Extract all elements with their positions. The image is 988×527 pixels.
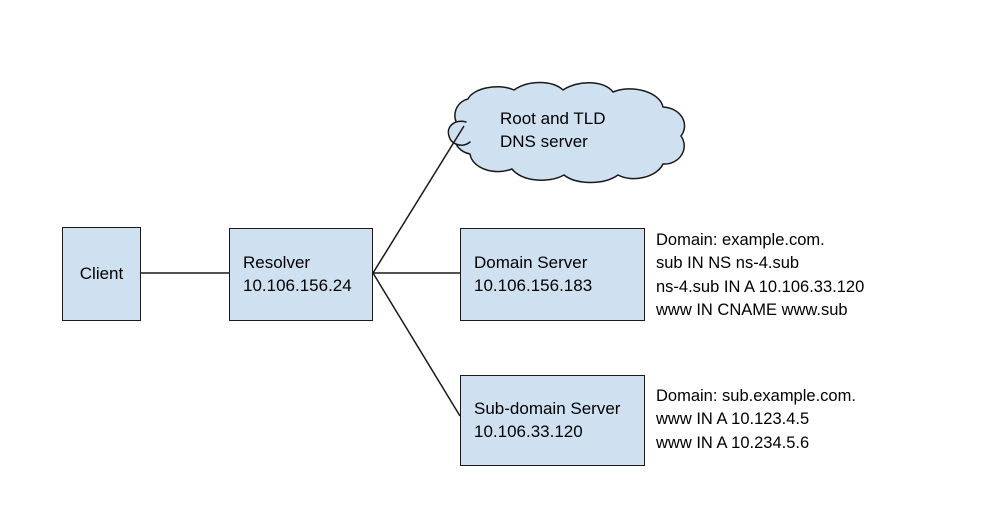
edge-resolver-to-subdomain-server — [372, 272, 461, 417]
record-line: sub IN NS ns-4.sub — [656, 254, 800, 273]
records-subdomain-server: Domain: sub.example.com. www IN A 10.123… — [656, 385, 856, 455]
node-domain-server-address: 10.106.156.183 — [474, 275, 593, 295]
node-client-label: Client — [79, 263, 124, 283]
node-resolver-label: Resolver — [243, 252, 311, 272]
record-line: Domain: example.com. — [656, 231, 825, 249]
cloud-shape-root-tld — [453, 81, 686, 184]
node-resolver-address: 10.106.156.24 — [243, 275, 352, 295]
edge-resolver-to-root-tld — [372, 125, 465, 274]
record-line: Domain: sub.example.com. — [656, 387, 856, 405]
node-domain-server[interactable]: Domain Server 10.106.156.183 — [460, 228, 645, 321]
record-line: www IN A 10.123.4.5 — [656, 410, 810, 429]
records-domain-server: Domain: example.com. sub IN NS ns-4.sub … — [656, 229, 864, 323]
node-subdomain-server-label: Sub-domain Server — [474, 398, 621, 418]
record-line: www IN CNAME www.sub — [656, 301, 848, 320]
record-line: www IN A 10.234.5.6 — [656, 433, 810, 452]
node-subdomain-server[interactable]: Sub-domain Server 10.106.33.120 — [460, 375, 645, 466]
record-line: ns-4.sub IN A 10.106.33.120 — [656, 277, 865, 296]
node-resolver[interactable]: Resolver 10.106.156.24 — [229, 228, 373, 321]
node-domain-server-label: Domain Server — [474, 252, 588, 272]
node-subdomain-server-address: 10.106.33.120 — [474, 421, 583, 441]
node-client[interactable]: Client — [62, 227, 141, 321]
